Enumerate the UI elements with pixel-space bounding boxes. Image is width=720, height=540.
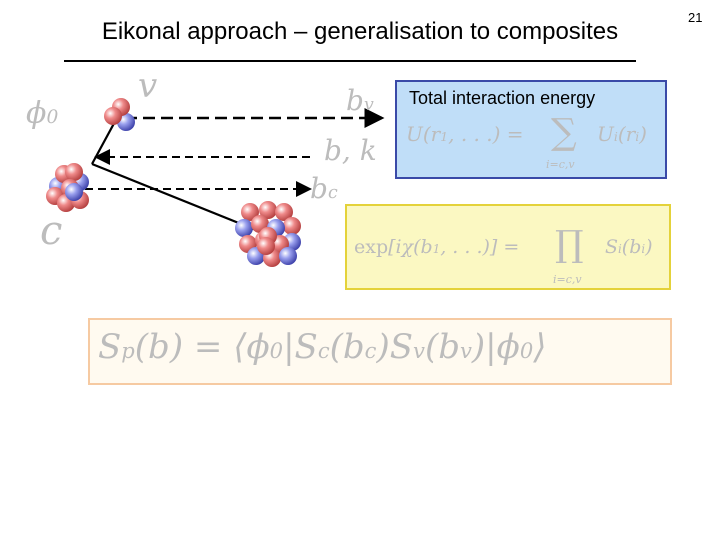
valence-nucleons — [104, 98, 135, 131]
label-c: c — [40, 208, 62, 254]
label-v: v — [138, 66, 157, 106]
energy-formula-rhs: Ui(ri) — [597, 122, 647, 146]
phase-product-index: i=c,v — [553, 273, 582, 286]
energy-sum-index: i=c,v — [546, 158, 575, 171]
label-phi0: ϕ0 — [26, 96, 58, 131]
label-bc: bc — [310, 172, 338, 205]
phase-product-symbol: ∏ — [555, 224, 584, 265]
target-nucleus — [235, 201, 301, 267]
core-nucleus — [46, 163, 89, 212]
energy-formula-lhs: U(r1, . . .) = — [406, 122, 524, 146]
smatrix-formula: Sp(b) = ⟨ϕ0|Sc(bc)Sv(bv)|ϕ0⟩ — [98, 327, 547, 367]
projectile-target-diagram — [0, 60, 400, 300]
label-bk: b, k — [324, 134, 377, 167]
energy-box-title: Total interaction energy — [409, 88, 595, 109]
label-bv: bv — [346, 84, 374, 117]
slide-title: Eikonal approach – generalisation to com… — [0, 18, 720, 46]
energy-sum-symbol: ∑ — [551, 112, 577, 153]
phase-formula-rhs: Si(bi) — [605, 236, 653, 258]
